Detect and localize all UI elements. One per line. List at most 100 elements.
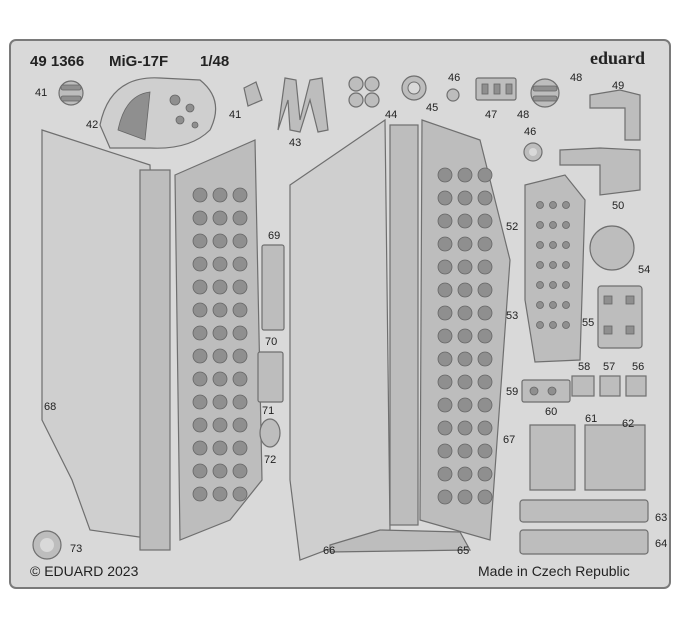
part-69	[261, 244, 285, 331]
brand-logo: eduard	[590, 48, 645, 68]
perforation-hole	[549, 301, 557, 309]
perforation-hole	[457, 397, 473, 413]
perforation-hole	[212, 371, 228, 387]
perforation-hole	[437, 282, 453, 298]
part-54-disc	[589, 225, 635, 271]
part-50	[559, 147, 641, 196]
perforation-hole	[192, 463, 208, 479]
perforation-hole	[212, 256, 228, 272]
perforation-hole	[192, 210, 208, 226]
perforation-hole	[536, 201, 544, 209]
part-label-57: 57	[603, 361, 615, 373]
part-55	[597, 285, 643, 349]
part-label-46b: 46	[524, 126, 536, 138]
part-label-67: 67	[503, 434, 515, 446]
perforation-hole	[536, 261, 544, 269]
perforation-hole	[232, 394, 248, 410]
part-label-71: 71	[262, 405, 274, 417]
perforation-hole	[562, 301, 570, 309]
perforation-hole	[437, 259, 453, 275]
part-label-42: 42	[86, 119, 98, 131]
part-label-41b: 41	[229, 109, 241, 121]
part-label-48a: 48	[570, 72, 582, 84]
part-41-left	[58, 80, 84, 106]
part-label-60: 60	[545, 406, 557, 418]
perforation-hole	[457, 351, 473, 367]
perforation-hole	[192, 279, 208, 295]
part-label-58: 58	[578, 361, 590, 373]
perforation-hole	[232, 279, 248, 295]
part-label-65: 65	[457, 545, 469, 557]
perforation-hole	[212, 394, 228, 410]
holes-right	[437, 167, 493, 505]
part-47	[475, 77, 517, 101]
perforation-hole	[192, 187, 208, 203]
perforation-hole	[232, 486, 248, 502]
perforation-hole	[536, 281, 544, 289]
part-61-62	[529, 424, 646, 491]
perforation-hole	[437, 443, 453, 459]
scale-label: 1/48	[200, 53, 229, 70]
perforation-hole	[536, 221, 544, 229]
perforation-hole	[549, 281, 557, 289]
perforation-hole	[536, 241, 544, 249]
perforation-hole	[549, 321, 557, 329]
perforation-hole	[457, 282, 473, 298]
perforation-hole	[457, 328, 473, 344]
perforation-hole	[437, 213, 453, 229]
part-label-66: 66	[323, 545, 335, 557]
part-rivet-strip-left	[139, 169, 171, 551]
perforation-hole	[212, 187, 228, 203]
part-43	[277, 77, 329, 133]
part-label-69: 69	[268, 230, 280, 242]
perforation-hole	[457, 259, 473, 275]
perforation-hole	[437, 351, 453, 367]
part-label-52: 52	[506, 221, 518, 233]
part-label-64: 64	[655, 538, 667, 550]
part-label-48b: 48	[517, 109, 529, 121]
part-41-right	[243, 81, 263, 107]
perforation-hole	[457, 443, 473, 459]
perforation-hole	[437, 420, 453, 436]
part-label-68: 68	[44, 401, 56, 413]
perforation-hole	[562, 201, 570, 209]
part-48	[530, 78, 560, 108]
perforation-hole	[437, 305, 453, 321]
part-label-53: 53	[506, 310, 518, 322]
perforation-hole	[477, 420, 493, 436]
perforation-hole	[457, 420, 473, 436]
perforation-hole	[457, 489, 473, 505]
perforation-hole	[212, 348, 228, 364]
part-46-top	[446, 88, 460, 102]
perforation-hole	[232, 440, 248, 456]
part-56-57-58	[571, 375, 647, 397]
perforation-hole	[437, 466, 453, 482]
part-64	[519, 529, 649, 555]
perforation-hole	[437, 374, 453, 390]
holes-left	[192, 187, 248, 502]
perforation-hole	[477, 167, 493, 183]
perforation-hole	[212, 440, 228, 456]
perforation-hole	[232, 348, 248, 364]
perforation-hole	[562, 261, 570, 269]
perforation-hole	[232, 325, 248, 341]
part-label-43: 43	[289, 137, 301, 149]
holes-cluster	[536, 201, 570, 329]
perforation-hole	[212, 486, 228, 502]
part-42-hatch	[99, 77, 217, 149]
part-label-44: 44	[385, 109, 397, 121]
perforation-hole	[232, 302, 248, 318]
perforation-hole	[192, 233, 208, 249]
part-label-73: 73	[70, 543, 82, 555]
part-49	[589, 89, 641, 141]
part-45-ring	[401, 75, 427, 101]
perforation-hole	[192, 256, 208, 272]
perforation-hole	[192, 302, 208, 318]
perforation-hole	[192, 440, 208, 456]
perforation-hole	[232, 210, 248, 226]
perforation-hole	[549, 261, 557, 269]
perforation-hole	[562, 241, 570, 249]
perforation-hole	[437, 397, 453, 413]
model-name: MiG-17F	[109, 53, 168, 70]
perforation-hole	[232, 463, 248, 479]
